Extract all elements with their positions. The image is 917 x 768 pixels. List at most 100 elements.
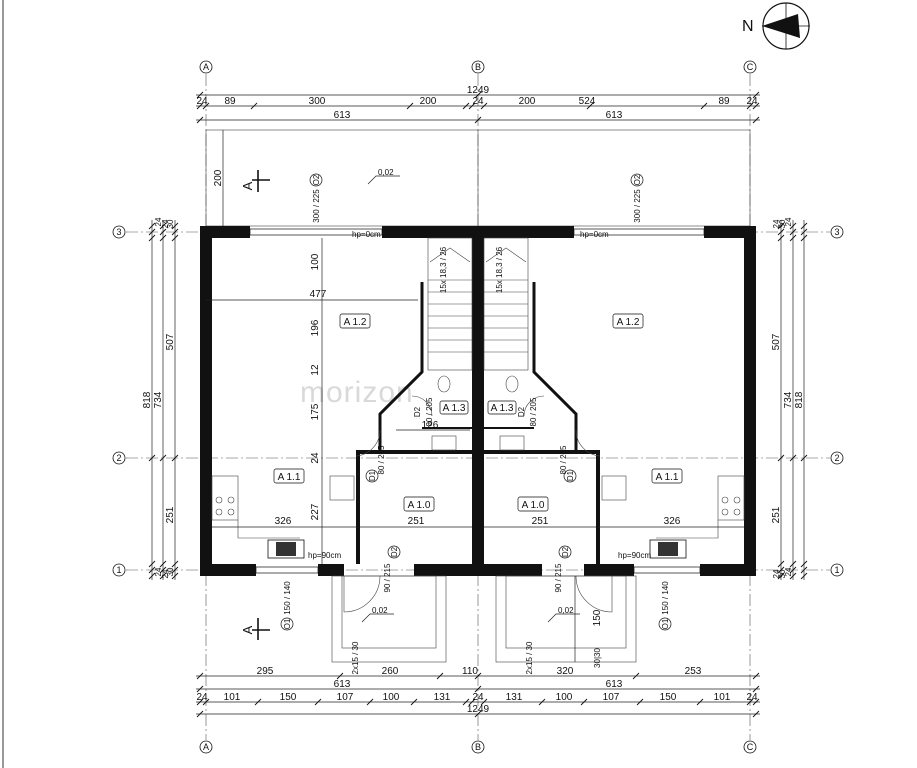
north-label: N	[742, 18, 754, 35]
dimension-tick	[202, 698, 210, 706]
dimension-tick	[196, 698, 204, 706]
room-a13-left: A 1.3	[443, 403, 466, 414]
dimension-tick	[777, 566, 785, 574]
building-walls	[200, 226, 756, 576]
dimension-tick	[789, 454, 797, 462]
dimension-tick	[777, 222, 785, 230]
opening-d2-left: D2	[390, 546, 399, 557]
dim-right-top-30: 30	[778, 219, 787, 228]
steps-right-label: 2x15 / 30	[525, 641, 534, 674]
opening-dd-left: D2	[413, 406, 422, 417]
dimension-tick	[800, 234, 808, 242]
room-a12-right: A 1.2	[617, 317, 640, 328]
stairs-right: 15x 18,3 / 26	[483, 237, 529, 371]
dim-bot-150a: 150	[280, 692, 297, 703]
room-a10-left: A 1.0	[408, 500, 431, 511]
dimension-tick	[777, 454, 785, 462]
dim-bot-100b: 100	[556, 692, 573, 703]
level-marks: 0,02 0,02 0,02	[361, 168, 580, 623]
dim-bot-150b: 150	[660, 692, 677, 703]
dim-top-89b: 89	[718, 96, 730, 107]
dimension-tick	[202, 102, 210, 110]
dimension-tick	[148, 454, 156, 462]
dim-bot-613b: 613	[606, 679, 623, 690]
axis-col-c-bottom: C	[747, 742, 754, 752]
dimension-tick	[148, 572, 156, 580]
opening-o2-top-left: O2	[312, 174, 321, 185]
dim-bot-253: 253	[685, 666, 702, 677]
dimension-tick	[171, 454, 179, 462]
axis-row-2-left: 2	[116, 453, 121, 463]
hp-top-left: hp=0cm	[352, 230, 381, 239]
dimension-tick	[800, 228, 808, 236]
dim-left-bot-30: 30	[166, 567, 175, 576]
dimension-tick	[632, 672, 640, 680]
axis-row-1-left: 1	[116, 565, 121, 575]
dimension-tick	[148, 222, 156, 230]
dimension-tick	[410, 698, 418, 706]
dim-bot-101a: 101	[224, 692, 241, 703]
steps-left-label: 2x15 / 30	[351, 641, 360, 674]
stairs-left-label: 15x 18,3 / 26	[439, 246, 448, 293]
opening-o1-right: O1	[661, 618, 670, 629]
dimension-tick	[789, 222, 797, 230]
dim-h-251-left: 251	[408, 516, 425, 527]
stairs-right-label: 15x 18,3 / 26	[495, 246, 504, 293]
dimension-tick	[474, 91, 482, 99]
dimension-tick	[752, 102, 760, 110]
dimension-tick	[171, 234, 179, 242]
dim-left-251: 251	[165, 506, 176, 523]
dimension-tick	[171, 572, 179, 580]
opening-dd-right-dims: 80 / 205	[529, 397, 538, 426]
dimension-tick	[148, 234, 156, 242]
dim-v-30-30: 30|30	[593, 648, 602, 668]
dimension-tick	[777, 234, 785, 242]
interior-dimension-lines	[206, 130, 744, 662]
dim-v-100: 100	[310, 253, 321, 270]
dimension-tick	[800, 454, 808, 462]
dimension-tick	[336, 672, 344, 680]
section-mark-bottom-icon: A	[240, 618, 270, 640]
axis-col-b-top: B	[475, 62, 481, 72]
dimension-tick	[789, 234, 797, 242]
dim-terrace-200: 200	[213, 169, 224, 186]
dimension-tick	[171, 222, 179, 230]
dim-bot-24b: 24	[472, 692, 484, 703]
dim-h-326-right: 326	[664, 516, 681, 527]
dim-v-24: 24	[310, 452, 321, 464]
dimension-tick	[580, 698, 588, 706]
dimension-tick	[700, 102, 708, 110]
dimension-tick	[752, 672, 760, 680]
dimension-tick	[159, 560, 167, 568]
opening-dd-left-dims: 80 / 205	[425, 397, 434, 426]
dimension-tick	[789, 572, 797, 580]
opening-o2-top-right: O2	[633, 174, 642, 185]
axis-row-2-right: 2	[834, 453, 839, 463]
hp-bottom-left: hp=90cm	[308, 551, 341, 560]
dim-bot-295: 295	[257, 666, 274, 677]
dimension-tick	[789, 566, 797, 574]
dimension-tick	[171, 566, 179, 574]
dim-right-top-24a: 24	[772, 219, 781, 228]
dimension-tick	[538, 698, 546, 706]
room-a10-right: A 1.0	[522, 500, 545, 511]
dim-left-top-24a: 24	[154, 217, 163, 226]
dim-bot-320: 320	[557, 666, 574, 677]
dim-bot-131b: 131	[506, 692, 523, 703]
watermark: morizon	[300, 376, 414, 409]
opening-d2-right-dims: 90 / 215	[554, 563, 563, 592]
opening-markers: O2 300 / 225 O2 300 / 225 O1 150 / 140 O…	[280, 173, 672, 631]
dimension-tick	[196, 672, 204, 680]
axis-col-c-top: C	[747, 62, 754, 72]
dim-v-227: 227	[310, 503, 321, 520]
dimension-tick	[171, 228, 179, 236]
dim-right-251: 251	[771, 506, 782, 523]
dim-left-507: 507	[165, 333, 176, 350]
dimension-tick	[474, 116, 482, 124]
dim-left-818: 818	[142, 391, 153, 408]
axis-row-3-left: 3	[116, 227, 121, 237]
dim-bot-overall: 1249	[467, 704, 490, 715]
opening-dd-right: D2	[517, 406, 526, 417]
dim-top-524: 524	[579, 96, 596, 107]
